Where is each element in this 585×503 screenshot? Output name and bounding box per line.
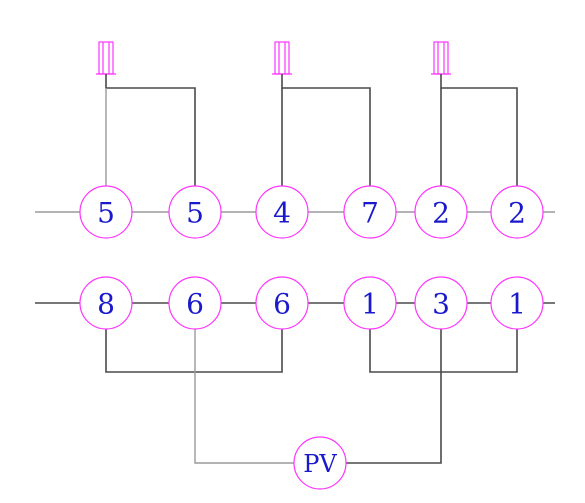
top-node-5: 2 xyxy=(414,185,468,239)
bottom-node-6: 1 xyxy=(490,276,544,330)
bottom-node-3-label: 6 xyxy=(273,288,291,321)
top-loop-2 xyxy=(281,74,371,186)
pv-wire-right xyxy=(346,329,442,464)
bottom-loop-right xyxy=(369,329,518,373)
top-node-3-label: 4 xyxy=(273,197,291,230)
bottom-node-4-label: 1 xyxy=(361,288,379,321)
pv-node: PV xyxy=(293,436,347,490)
bottom-loop-left xyxy=(105,329,283,373)
bottom-node-3: 6 xyxy=(255,276,309,330)
pv-wire-left xyxy=(194,329,294,464)
top-node-2: 5 xyxy=(168,185,222,239)
bottom-node-2: 6 xyxy=(168,276,222,330)
top-node-3: 4 xyxy=(255,185,309,239)
top-node-2-label: 5 xyxy=(186,197,204,230)
bottom-node-2-label: 6 xyxy=(186,288,204,321)
bottom-node-5: 3 xyxy=(414,276,468,330)
pv-node-label: PV xyxy=(303,450,337,478)
top-node-1: 5 xyxy=(79,185,133,239)
top-node-6: 2 xyxy=(490,185,544,239)
top-node-4: 7 xyxy=(343,185,397,239)
top-node-6-label: 2 xyxy=(508,197,526,230)
bottom-node-4: 1 xyxy=(343,276,397,330)
top-loop-3 xyxy=(440,74,518,186)
top-node-1-label: 5 xyxy=(97,197,115,230)
bottom-node-5-label: 3 xyxy=(432,288,450,321)
top-node-5-label: 2 xyxy=(432,197,450,230)
bottom-node-1-label: 8 xyxy=(97,288,115,321)
bottom-node-6-label: 1 xyxy=(508,288,526,321)
top-connector-2 xyxy=(272,41,292,75)
top-loop-1 xyxy=(105,74,196,186)
top-node-4-label: 7 xyxy=(361,197,379,230)
top-connector-3 xyxy=(431,41,451,75)
top-connector-1 xyxy=(96,41,116,75)
bottom-node-1: 8 xyxy=(79,276,133,330)
